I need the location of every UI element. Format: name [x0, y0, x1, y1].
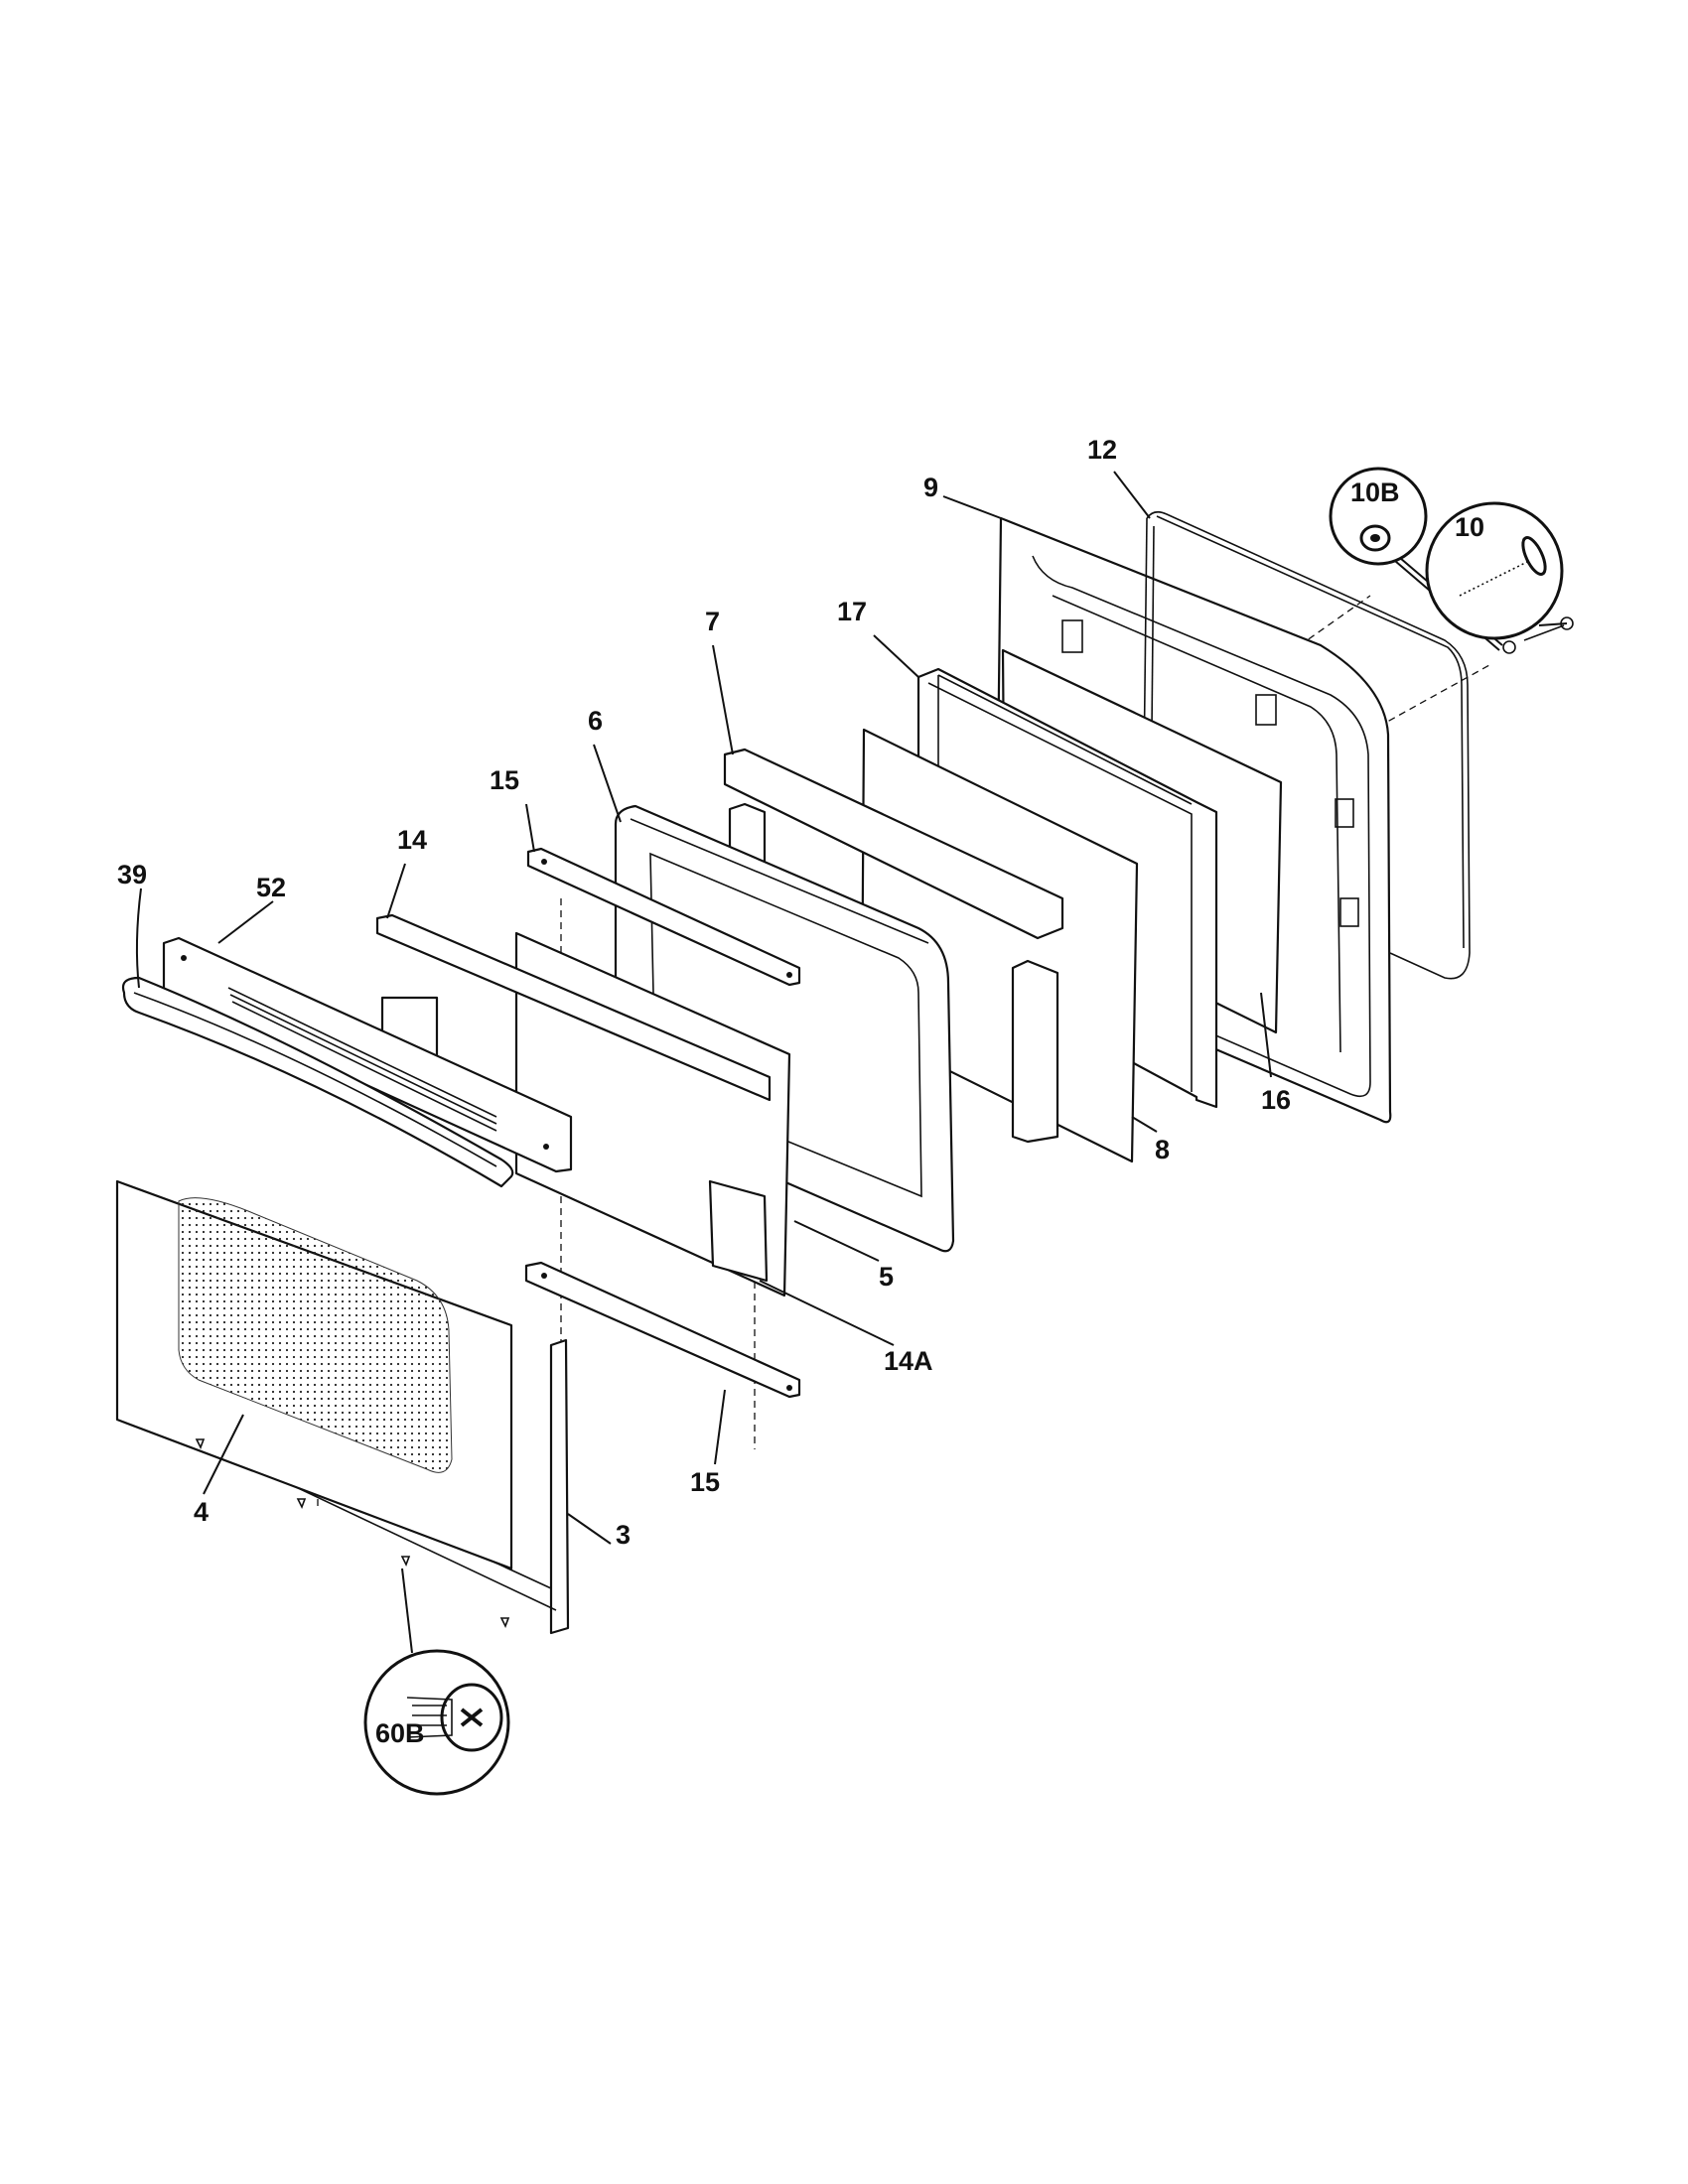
label-60b: 60B — [375, 1718, 425, 1748]
part-39-door-handle — [121, 976, 514, 1188]
label-17: 17 — [837, 597, 867, 626]
part-4-outer-door-panel — [115, 1179, 513, 1570]
callout-10-hinge-screw — [1425, 501, 1568, 640]
label-15-top: 15 — [490, 765, 519, 795]
label-52: 52 — [256, 873, 286, 902]
label-12: 12 — [1087, 435, 1117, 465]
part-15-top-channel — [526, 847, 801, 987]
label-4: 4 — [194, 1497, 209, 1527]
label-7: 7 — [705, 607, 720, 636]
label-5: 5 — [879, 1262, 894, 1292]
part-10-hinge-screw-small — [1502, 616, 1574, 654]
part-labels: 39 52 14 15 6 7 17 9 12 10B 10 16 8 5 14… — [117, 435, 1484, 1748]
part-15-bottom-channel — [524, 1261, 801, 1399]
label-6: 6 — [588, 706, 603, 736]
label-14a: 14A — [884, 1346, 933, 1376]
screws — [195, 1438, 510, 1628]
callout-60b-screw — [363, 1568, 510, 1796]
label-16: 16 — [1261, 1085, 1291, 1115]
label-39: 39 — [117, 860, 147, 889]
label-15-bottom: 15 — [690, 1467, 720, 1497]
part-52-top-trim — [162, 936, 573, 1173]
label-10: 10 — [1455, 512, 1484, 542]
label-10b: 10B — [1350, 478, 1400, 507]
part-14a-insulation-pad — [708, 1179, 769, 1283]
label-14: 14 — [397, 825, 427, 855]
label-3: 3 — [616, 1520, 631, 1550]
leader-lines — [135, 471, 1272, 1545]
label-9: 9 — [923, 473, 938, 502]
label-8: 8 — [1155, 1135, 1170, 1164]
